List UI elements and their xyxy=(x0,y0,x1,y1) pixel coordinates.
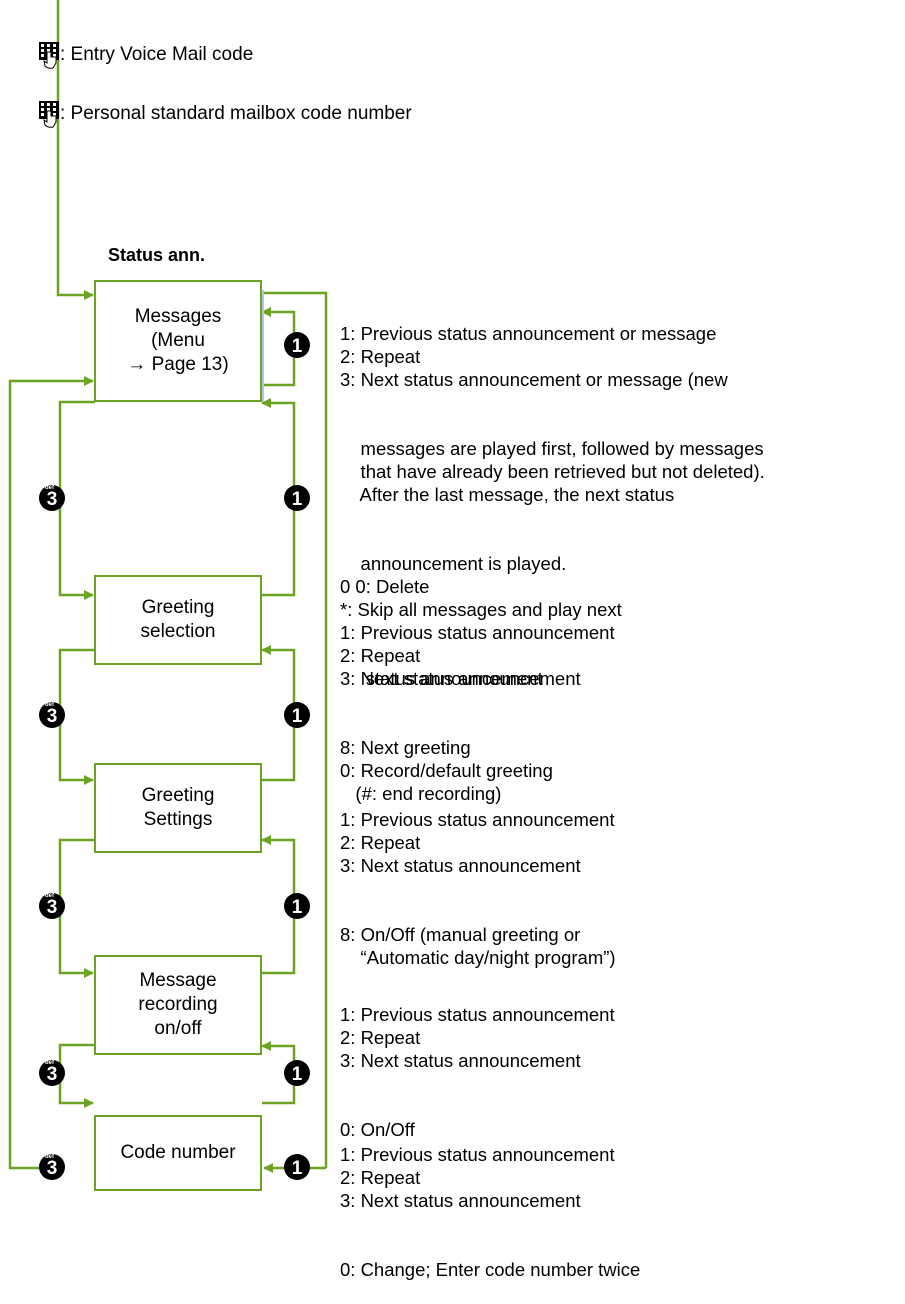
greeting-selection-box: Greeting selection xyxy=(94,575,262,665)
entry-label: : Entry Voice Mail code xyxy=(60,44,254,65)
key-1-icon: 1 xyxy=(284,332,310,358)
right-return-loop xyxy=(262,291,328,1168)
greeting-settings-box: Greeting Settings xyxy=(94,763,262,853)
message-recording-box: Message recording on/off xyxy=(94,955,262,1055)
mailbox-row: : Personal standard mailbox code number xyxy=(38,99,412,129)
messages-description: 1: Previous status announcement or messa… xyxy=(340,323,765,689)
mailbox-label: : Personal standard mailbox code number xyxy=(60,103,412,124)
left-return-loop xyxy=(8,376,94,1170)
key-1-icon: 1 xyxy=(284,893,310,919)
key-1-icon: 1 xyxy=(284,1060,310,1086)
column-title: Status ann. xyxy=(108,245,206,265)
entry-line xyxy=(56,0,94,300)
forward-line-3 xyxy=(58,838,95,978)
code-number-box: Code number xyxy=(94,1115,262,1191)
forward-line-4 xyxy=(58,1043,95,1108)
messages-box: Messages (Menu → Page 13) xyxy=(94,280,262,402)
forward-line-1 xyxy=(58,400,95,600)
key-1-icon: 1 xyxy=(284,485,310,511)
keypad-hand-icon xyxy=(39,101,59,128)
key-1-icon: 1 xyxy=(284,702,310,728)
keypad-hand-icon xyxy=(39,42,59,69)
forward-line-2 xyxy=(58,648,95,785)
entry-row: : Entry Voice Mail code xyxy=(38,40,253,70)
key-1-icon: 1 xyxy=(284,1154,310,1180)
